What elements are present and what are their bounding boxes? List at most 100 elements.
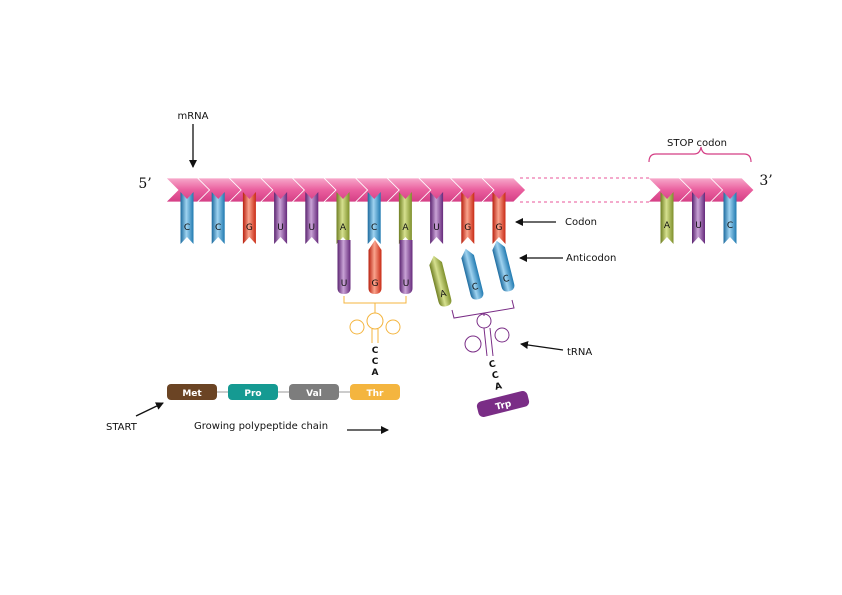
trna-thr: U G U C C A [337, 240, 413, 378]
thr-anticodon-shape [399, 240, 413, 294]
mrna-base-letter: G [496, 223, 503, 233]
trp-acceptor-stem-left [483, 327, 488, 357]
mrna-base-shape [492, 192, 506, 244]
trp-anticodon-letter: A [439, 289, 448, 300]
mrna-base-letter: G [464, 223, 471, 233]
thr-anticodon-shape [368, 240, 382, 294]
thr-trna-body [343, 296, 407, 343]
mrna-base-letter: U [433, 223, 440, 233]
mrna-base-shape [211, 192, 225, 244]
amino-acid-pill [167, 384, 217, 400]
trp-amino-acid: Trp [476, 391, 530, 417]
mrna-base: G [461, 192, 475, 244]
trp-amino-acid-label: Trp [494, 399, 513, 413]
trp-right-loop [494, 327, 510, 343]
trp-acceptor-c1: C [488, 359, 497, 370]
stop-base: C [723, 192, 737, 244]
trp-acceptor-a: A [494, 381, 503, 392]
amino-acid-label: Val [306, 389, 322, 399]
thr-acceptor-c1: C [372, 346, 379, 356]
mrna-base: A [398, 192, 412, 244]
trna-trp: A C C C C A Trp [429, 240, 530, 417]
stop-base-letter: A [664, 221, 671, 231]
thr-acceptor-a: A [372, 368, 379, 378]
start-label: START [106, 422, 138, 433]
trp-anticodon-bracket [451, 299, 515, 319]
thr-anticodon-base: U [399, 240, 413, 294]
mrna-base-letter: C [371, 223, 377, 233]
amino-acid-pill [350, 384, 400, 400]
stop-base-shape [660, 192, 674, 244]
thr-anticodon-base: G [368, 240, 382, 294]
trp-amino-acid-pill [476, 391, 530, 417]
mrna-label: mRNA [177, 111, 208, 122]
mrna-base-shape [336, 192, 350, 244]
stop-base: A [660, 192, 674, 244]
mrna-base-letter: U [309, 223, 316, 233]
stop-base: U [692, 192, 705, 244]
mrna-base: U [274, 192, 288, 244]
trp-anticodon-shape [492, 240, 515, 292]
mrna-base-letter: C [215, 223, 221, 233]
start-arrow [135, 402, 164, 417]
trp-left-loop [464, 335, 482, 353]
thr-anticodon-shape [337, 240, 351, 294]
mrna-base-letter: A [340, 223, 347, 233]
polypeptide-chain: Met Pro Val Thr [167, 384, 400, 400]
trp-anticodon-bases: A C C [429, 240, 515, 307]
mrna-base: C [367, 192, 381, 244]
trp-anticodon-letter: C [502, 274, 511, 285]
codon-label: Codon [565, 217, 597, 228]
trna-label: tRNA [567, 347, 592, 358]
mrna-base-shape [398, 192, 412, 244]
amino-acid-label: Thr [367, 389, 385, 399]
amino-acid-thr: Thr [350, 384, 400, 400]
mrna-base: C [211, 192, 225, 244]
trp-center-loop [476, 313, 492, 329]
mrna-base: G [492, 192, 506, 244]
amino-acid-pro: Pro [228, 384, 278, 400]
stop-backbone-segment [709, 177, 755, 203]
trp-anticodon-base: A [429, 255, 452, 307]
thr-left-loop [349, 319, 365, 335]
trp-anticodon-base: C [461, 248, 484, 300]
amino-acid-pill [228, 384, 278, 400]
thr-anticodon-letter: U [341, 279, 348, 289]
amino-acid-label: Pro [244, 389, 261, 399]
three-prime-label: 3’ [759, 173, 772, 189]
trp-anticodon-shape [461, 248, 484, 300]
thr-anticodon-bracket [343, 296, 407, 304]
mrna-base: U [430, 192, 444, 244]
mrna-base: C [180, 192, 194, 244]
thr-anticodon-letter: U [403, 279, 410, 289]
trp-acceptor-stem-right [489, 327, 494, 357]
mrna-base-shape [305, 192, 319, 244]
stop-base-shape [723, 192, 737, 244]
mrna-base-shape [367, 192, 381, 244]
thr-anticodon-base: U [337, 240, 351, 294]
mrna-base-shape [274, 192, 288, 244]
thr-center-loop [366, 312, 384, 330]
mrna-base: A [336, 192, 350, 244]
thr-anticodon-letter: G [372, 279, 379, 289]
mrna-backbone [165, 177, 527, 203]
amino-acid-label: Met [182, 389, 202, 399]
mrna-base-shape [461, 192, 475, 244]
mrna-stop-backbone [647, 177, 755, 203]
trp-trna-body [451, 299, 515, 357]
mrna-base-letter: U [277, 223, 284, 233]
trp-anticodon-shape [429, 255, 452, 307]
stop-base-letter: C [727, 221, 733, 231]
stop-codon-bracket [648, 146, 752, 163]
stop-base-letter: U [695, 221, 702, 231]
growing-chain-label: Growing polypeptide chain [194, 421, 328, 432]
amino-acid-met: Met [167, 384, 217, 400]
mrna-base-letter: A [402, 223, 409, 233]
mrna-base-shape [430, 192, 444, 244]
thr-acceptor-c2: C [372, 357, 379, 367]
